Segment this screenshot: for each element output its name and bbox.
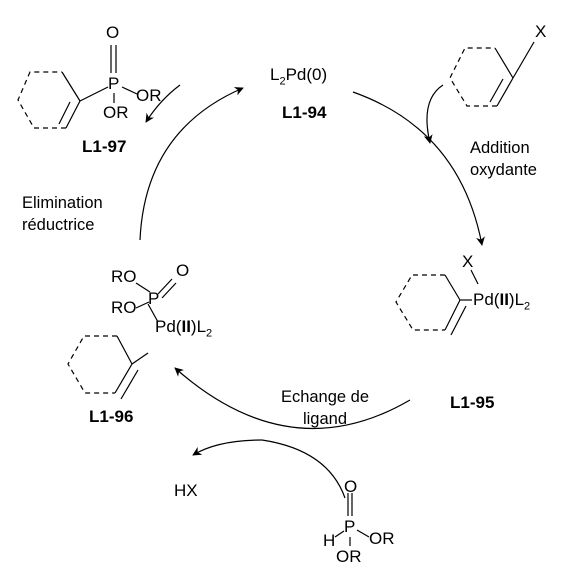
ring-bond-solid-2 xyxy=(116,335,133,365)
exchanged-p: P xyxy=(148,289,160,308)
pd0-rest: Pd(0) xyxy=(285,65,328,84)
exchanged-close: )L xyxy=(190,317,207,336)
phosphite-p: P xyxy=(344,517,356,536)
ring-dashed-bonds xyxy=(395,274,445,331)
arrow-substrate-entry xyxy=(423,84,444,144)
product-or-2: OR xyxy=(103,103,129,122)
ring-bond-solid-2 xyxy=(444,274,461,301)
arrow-ligand-exchange xyxy=(174,367,411,430)
oxidative-ox-state: II xyxy=(499,290,509,309)
arrow-product-release xyxy=(145,84,181,123)
exchanged-ro-1: RO xyxy=(111,267,137,286)
exchanged-o: O xyxy=(176,261,190,280)
bond-p-o-double-1 xyxy=(157,278,173,295)
pd0-formula: L2Pd(0) xyxy=(270,66,327,87)
step-reductive-elimination-line2: réductrice xyxy=(22,216,95,234)
ring-dashed-bonds xyxy=(67,335,117,394)
arrow-phosphite-entry xyxy=(261,439,346,499)
phosphite-or-1: OR xyxy=(369,529,395,548)
bond-p-pd xyxy=(147,303,159,323)
phosphite-o: O xyxy=(344,477,358,496)
ring-bond-solid-1 xyxy=(61,71,81,102)
ring-dashed-bonds xyxy=(17,71,66,129)
bond-ring-x xyxy=(512,41,535,79)
oxidative-x: X xyxy=(462,252,474,271)
bond-ro-p-2 xyxy=(135,301,150,309)
product-o: O xyxy=(106,23,120,42)
ring-double-bond xyxy=(489,78,504,103)
step-oxidative-addition-line1: Addition xyxy=(470,139,530,157)
pd0-label: L1-94 xyxy=(282,103,327,122)
oxidative-close: )L xyxy=(508,290,525,309)
arrow-hx-release xyxy=(192,439,263,456)
step-ligand-exchange-line2: ligand xyxy=(302,410,348,428)
arrow-reductive-elimination xyxy=(139,87,244,241)
ring-bond-solid-2 xyxy=(65,100,81,129)
product-p: P xyxy=(108,74,120,93)
bond-h-p xyxy=(334,530,345,538)
bond-ring-p xyxy=(79,86,109,102)
pd0-sub: 2 xyxy=(279,75,286,88)
step-reductive-elimination: Elimination réductrice xyxy=(22,192,103,236)
oxidative-label: L1-95 xyxy=(450,393,495,412)
ring-double-bond xyxy=(450,305,467,336)
bond-p-or-1 xyxy=(121,86,138,95)
phosphite-h: H xyxy=(323,531,336,550)
product-label: L1-97 xyxy=(82,137,127,156)
step-ligand-exchange: Echange de ligand xyxy=(260,386,390,430)
substrate-ring xyxy=(449,41,535,107)
exchanged-pd-formula: Pd(II)L2 xyxy=(155,318,212,339)
phosphite-or-2: OR xyxy=(336,547,362,565)
ring-bond-solid-1 xyxy=(494,47,514,79)
exchanged-ox-state: II xyxy=(181,317,191,336)
oxidative-pd: Pd( xyxy=(473,290,500,309)
ring-bond-solid-1 xyxy=(444,299,461,331)
product-or-1: OR xyxy=(136,86,162,105)
product-ring xyxy=(17,45,138,129)
step-ligand-exchange-line1: Echange de xyxy=(280,388,370,406)
bond-ring-pd xyxy=(131,352,149,365)
phosphite-bonds xyxy=(334,493,370,546)
exchanged-sub: 2 xyxy=(206,327,213,340)
oxidative-pd-formula: Pd(II)L2 xyxy=(473,291,530,312)
ring-double-bond xyxy=(58,101,71,125)
bond-p-o-double-2 xyxy=(161,282,177,299)
pd0-prefix: L xyxy=(270,65,280,84)
ring-bond-solid-1 xyxy=(114,363,133,394)
ring-dashed-bonds xyxy=(449,47,497,107)
exchanged-pd: Pd( xyxy=(155,317,182,336)
substrate-x: X xyxy=(535,22,547,41)
exchanged-ro-2: RO xyxy=(111,298,137,317)
bond-p-or-1 xyxy=(356,529,370,538)
exchanged-ring xyxy=(67,278,177,400)
ring-double-bond xyxy=(120,369,139,400)
oxidative-sub: 2 xyxy=(524,300,531,313)
oxidative-ring xyxy=(395,269,479,336)
arrow-oxidative-addition xyxy=(352,91,485,246)
step-oxidative-addition: Addition oxydante xyxy=(470,137,537,181)
step-oxidative-addition-line2: oxydante xyxy=(470,161,537,179)
step-reductive-elimination-line1: Elimination xyxy=(22,194,103,212)
bond-pd-x xyxy=(470,269,479,285)
exchanged-label: L1-96 xyxy=(89,407,134,426)
bond-ro-p-1 xyxy=(135,282,151,293)
ring-bond-solid-2 xyxy=(496,77,514,107)
byproduct-hx: HX xyxy=(174,481,198,500)
